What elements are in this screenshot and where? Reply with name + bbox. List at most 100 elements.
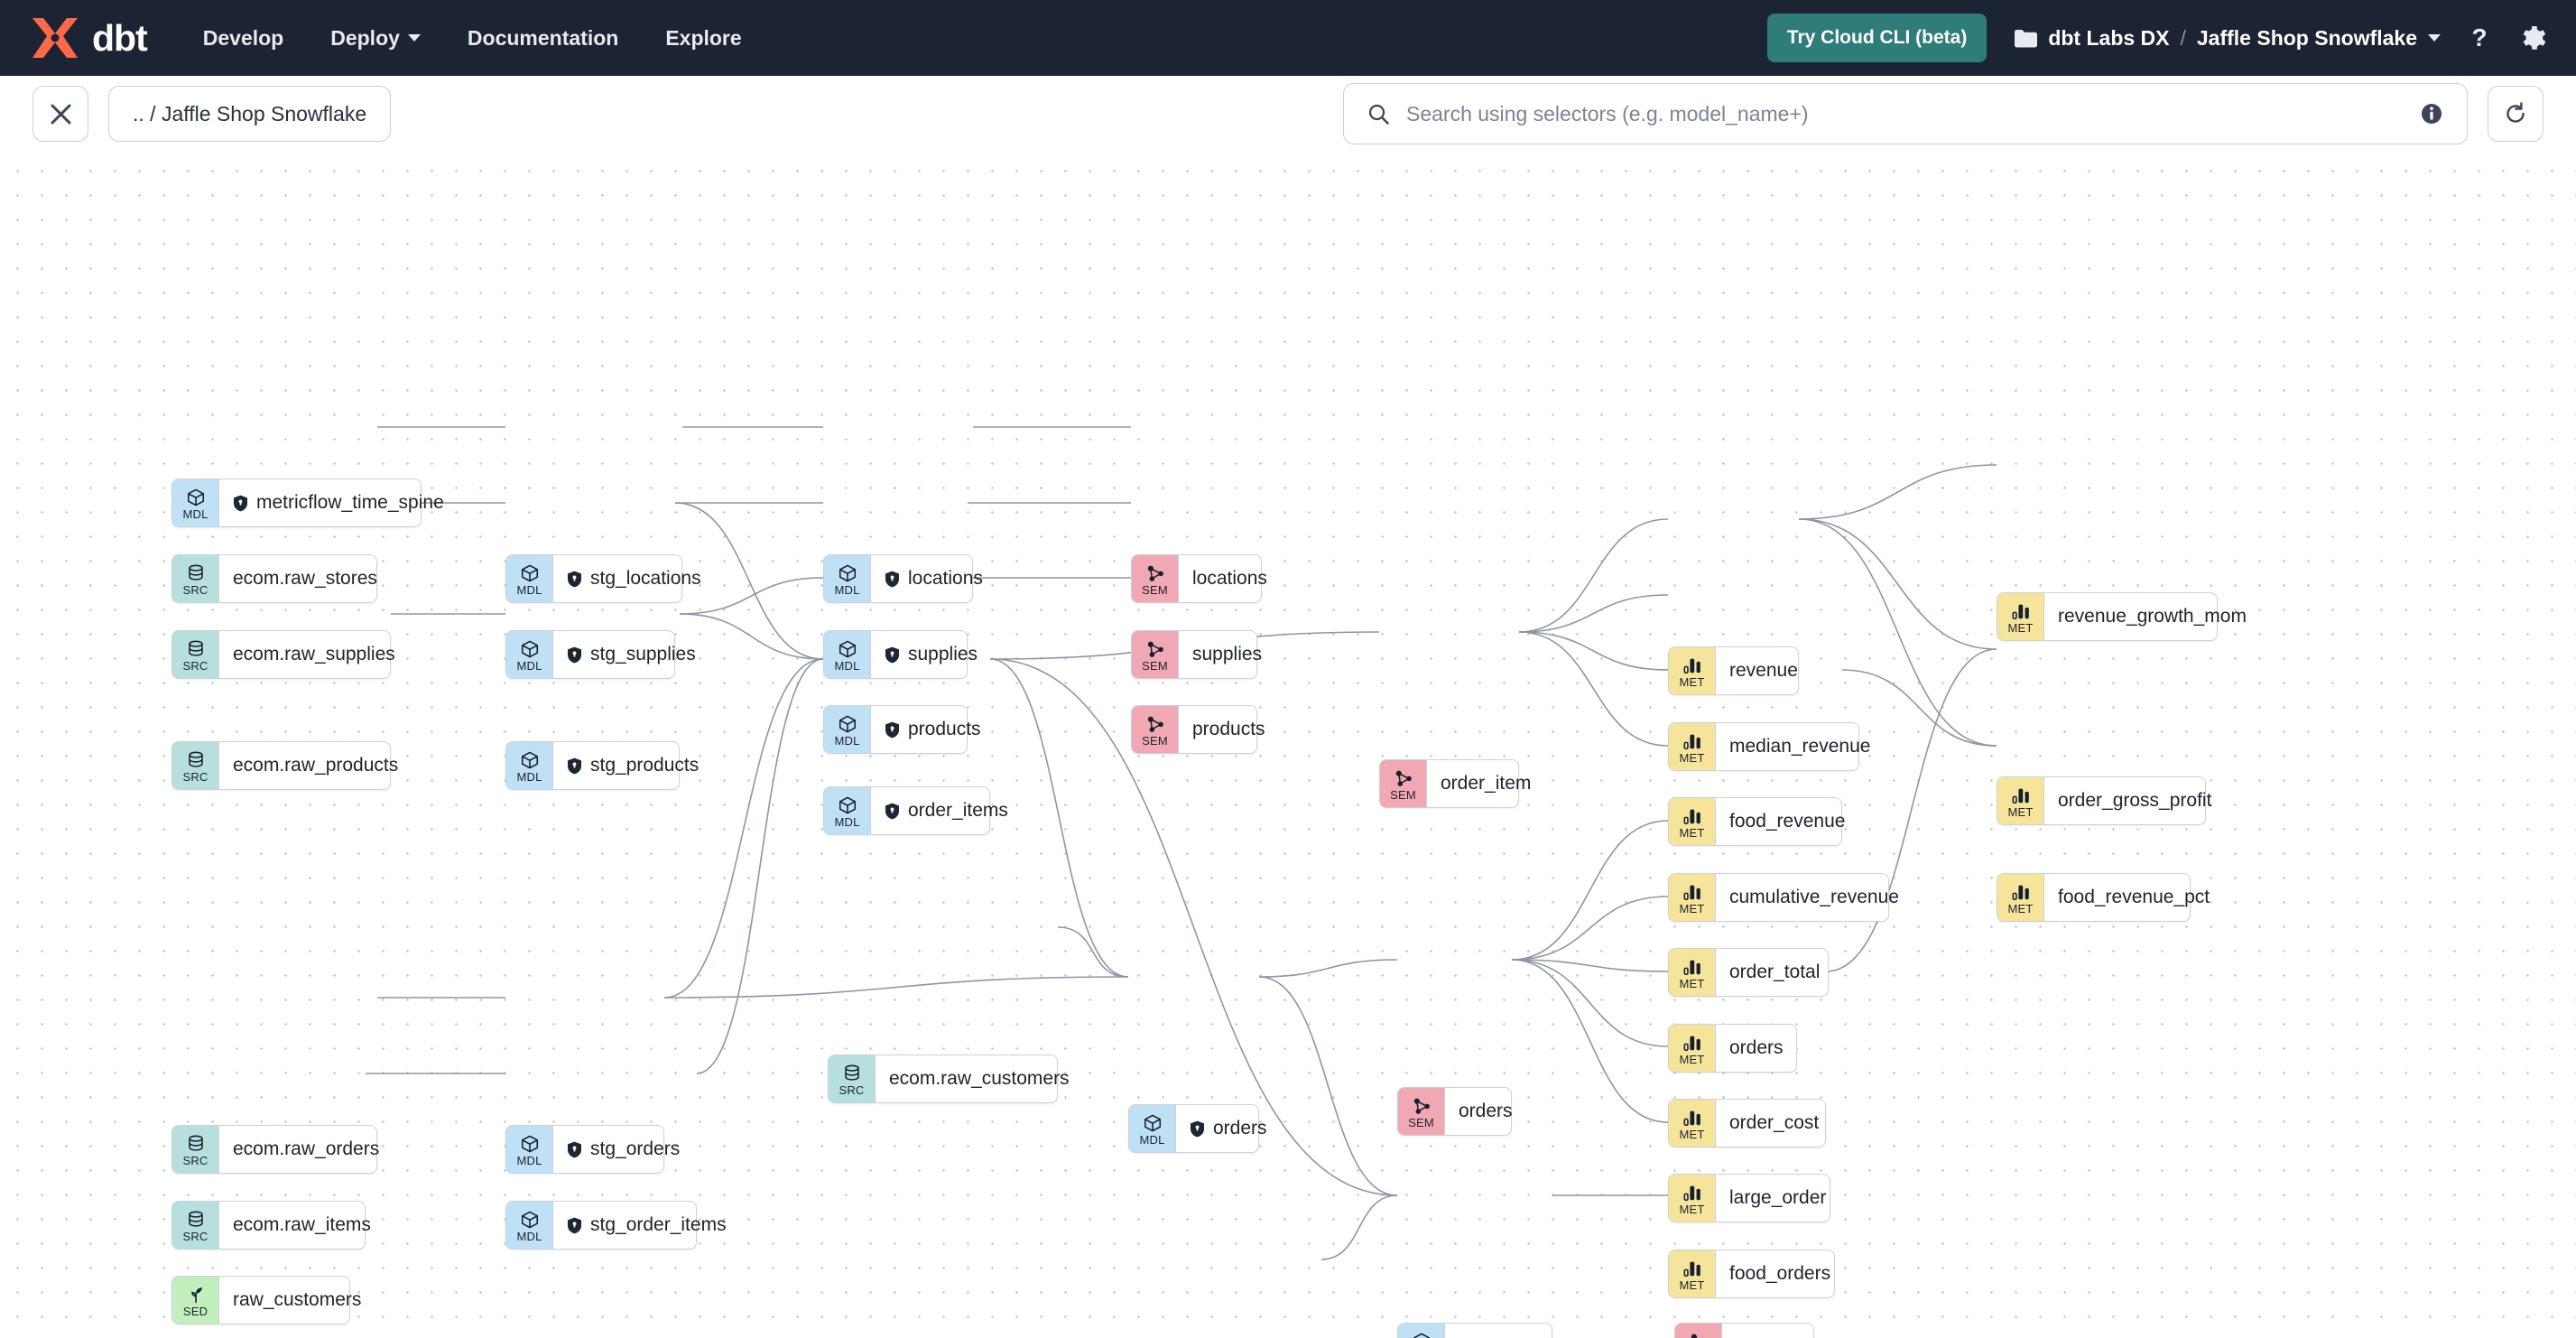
info-icon[interactable] <box>2420 102 2443 125</box>
svg-text:?: ? <box>2471 24 2487 51</box>
graph-node-name: customers <box>1482 1336 1570 1338</box>
search-box[interactable] <box>1343 83 2468 144</box>
mdl-type-badge: MDL <box>506 1202 553 1249</box>
nav-item-explore[interactable]: Explore <box>665 26 741 51</box>
mdl-type-badge: MDL <box>1129 1105 1176 1152</box>
met-type-badge: MET <box>1669 874 1716 921</box>
node-type-label: MET <box>1679 1278 1705 1292</box>
graph-node-label: orders <box>1716 1025 1799 1072</box>
nav-item-deploy[interactable]: Deploy <box>330 26 421 51</box>
nav-item-develop[interactable]: Develop <box>203 26 283 51</box>
dbt-logo[interactable]: dbt <box>27 13 148 63</box>
graph-node-name: cumulative_revenue <box>1729 887 1899 907</box>
src-icon <box>186 639 206 659</box>
node-type-label: MDL <box>1139 1133 1165 1147</box>
node-type-label: MET <box>2007 902 2034 915</box>
graph-node-name: order_items <box>908 800 1008 821</box>
node-type-label: SRC <box>182 1230 208 1243</box>
node-type-label: SEM <box>1142 659 1168 673</box>
graph-node-label: ecom.raw_supplies <box>219 631 411 678</box>
graph-node-name: revenue_growth_mom <box>2058 606 2247 627</box>
graph-node-name: median_revenue <box>1729 736 1871 757</box>
mdl-icon <box>520 639 540 659</box>
graph-node-label: stg_orders <box>553 1126 695 1173</box>
project-name: Jaffle Shop Snowflake <box>2196 25 2417 50</box>
lineage-edge <box>1518 518 1669 633</box>
graph-node-met_cumulative_revenue[interactable]: MET cumulative_revenue <box>1668 873 1899 922</box>
graph-node-label: order_gross_profit <box>2044 777 2227 824</box>
graph-node-mdl_customers[interactable]: MDLcustomers <box>1397 1323 1570 1338</box>
sem-icon <box>1412 1096 1432 1116</box>
node-type-label: MET <box>2007 621 2034 635</box>
mdl-type-badge: MDL <box>172 479 219 526</box>
node-type-label: SRC <box>182 659 208 673</box>
lineage-edge <box>1511 959 1669 1123</box>
account-project-breadcrumb[interactable]: dbt Labs DX / Jaffle Shop Snowflake <box>2014 26 2441 51</box>
src-type-badge: SRC <box>172 742 219 789</box>
met-type-badge: MET <box>1997 874 2044 921</box>
lineage-edge <box>1511 820 1669 961</box>
mdl-icon <box>838 639 857 659</box>
graph-toolbar: .. / Jaffle Shop Snowflake <box>0 76 2576 152</box>
met-type-badge: MET <box>1669 647 1716 694</box>
graph-node-sem_customers[interactable]: SEMcustomers <box>1674 1323 1823 1338</box>
help-icon[interactable]: ? <box>2468 24 2491 51</box>
shield-icon <box>885 646 899 663</box>
mdl-icon <box>838 563 857 583</box>
nav-item-explore-label: Explore <box>665 25 742 50</box>
sem-icon <box>1689 1332 1709 1338</box>
lineage-edge <box>1798 518 1997 747</box>
nav-item-documentation[interactable]: Documentation <box>468 26 618 51</box>
close-icon[interactable] <box>32 86 88 142</box>
refresh-icon[interactable] <box>2488 86 2544 142</box>
graph-node-label: stg_order_items <box>553 1202 742 1249</box>
met-icon <box>1682 1183 1702 1203</box>
graph-node-name: stg_locations <box>590 568 701 589</box>
graph-node-met_revenue_growth_mom[interactable]: MET revenue_growth_mom <box>1997 592 2247 641</box>
search-icon <box>1368 104 1389 125</box>
lineage-edge <box>1798 464 1997 520</box>
mdl-type-badge: MDL <box>506 631 553 678</box>
breadcrumb[interactable]: .. / Jaffle Shop Snowflake <box>108 86 392 142</box>
search-input[interactable] <box>1406 101 2404 126</box>
met-type-badge: MET <box>1669 1175 1716 1222</box>
shield-icon <box>1191 1120 1204 1137</box>
gear-icon[interactable] <box>2518 24 2545 51</box>
shield-icon <box>568 1141 581 1157</box>
try-cloud-cli-button[interactable]: Try Cloud CLI (beta) <box>1766 14 1988 62</box>
